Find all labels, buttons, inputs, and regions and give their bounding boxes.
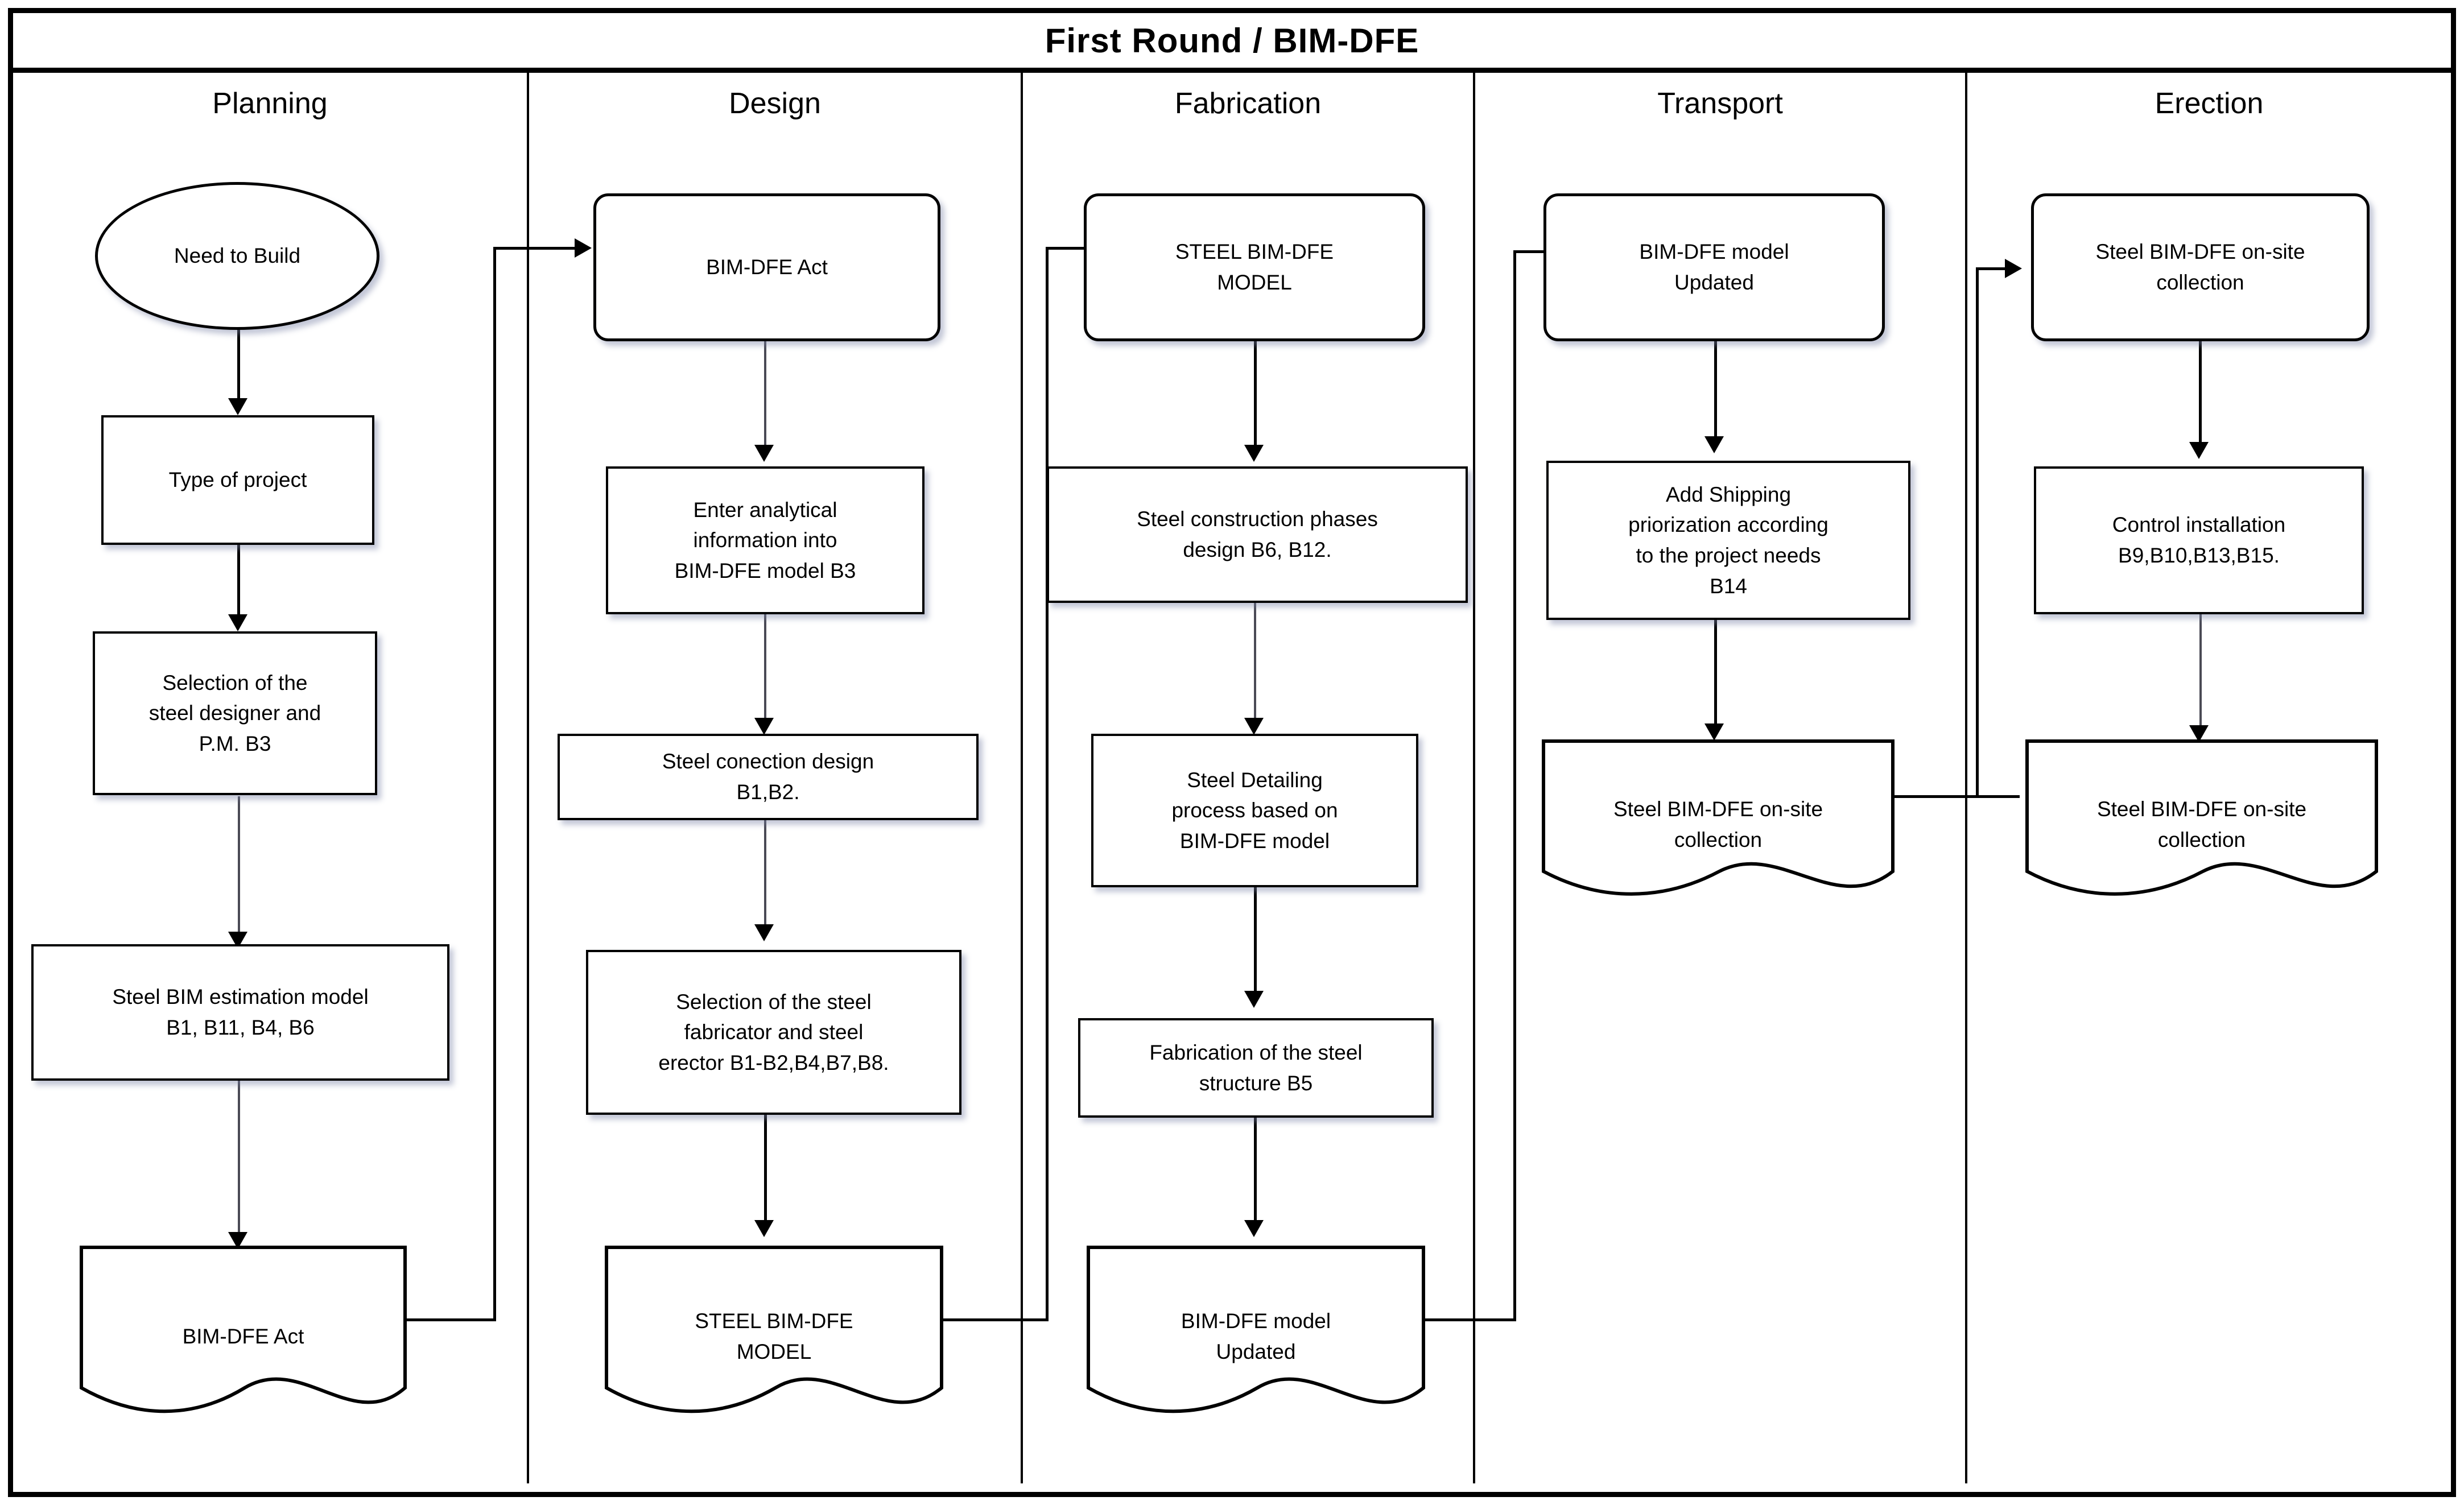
node-label: Enter analytical information into BIM-DF… bbox=[674, 498, 856, 582]
arrow-f1-f2 bbox=[1244, 445, 1264, 462]
node-label: Add Shipping priorization according to t… bbox=[1628, 482, 1829, 598]
arrow-t3-e1 bbox=[2005, 259, 2022, 278]
node-enter-analytical-information[interactable]: Enter analytical information into BIM-DF… bbox=[606, 466, 924, 614]
lane-header-label: Planning bbox=[212, 87, 328, 120]
node-bim-dfe-model-updated-fabrication-doc[interactable]: BIM-DFE model Updated bbox=[1087, 1246, 1425, 1428]
node-steel-construction-phases-design[interactable]: Steel construction phases design B6, B12… bbox=[1047, 466, 1468, 603]
document-shape-icon bbox=[2025, 739, 2378, 896]
node-label: Steel Detailing process based on BIM-DFE… bbox=[1171, 768, 1338, 853]
arrow-d1-d2 bbox=[754, 445, 774, 462]
arrow-p5-d1 bbox=[575, 238, 592, 258]
connector-f5-t1-h1 bbox=[1425, 1318, 1516, 1321]
connector-p5-d1-h1 bbox=[405, 1318, 496, 1321]
node-type-of-project[interactable]: Type of project bbox=[101, 415, 374, 545]
node-label: Selection of the steel designer and P.M.… bbox=[148, 671, 321, 755]
lane-header-fabrication: Fabrication bbox=[1023, 73, 1475, 134]
arrow-d4-d5 bbox=[754, 1220, 774, 1237]
connector-f2-f3 bbox=[1254, 603, 1256, 725]
node-selection-steel-designer-pm[interactable]: Selection of the steel designer and P.M.… bbox=[93, 631, 377, 795]
arrow-t1-t2 bbox=[1704, 436, 1724, 453]
arrow-d3-d4 bbox=[754, 924, 774, 941]
document-shape-icon bbox=[80, 1246, 407, 1413]
node-label: Selection of the steel fabricator and st… bbox=[658, 990, 889, 1074]
diagram-title-band: First Round / BIM-DFE bbox=[13, 13, 2451, 73]
node-label: BIM-DFE Act bbox=[706, 255, 828, 279]
node-label: Steel construction phases design B6, B12… bbox=[1137, 507, 1378, 561]
arrow-f2-f3 bbox=[1244, 718, 1264, 735]
lane-header-label: Design bbox=[729, 87, 821, 120]
node-label: Fabrication of the steel structure B5 bbox=[1149, 1040, 1363, 1095]
arrow-f4-f5 bbox=[1244, 1220, 1264, 1237]
lane-header-design: Design bbox=[529, 73, 1023, 134]
node-steel-bim-dfe-model-design-doc[interactable]: STEEL BIM-DFE MODEL bbox=[605, 1246, 943, 1428]
connector-e2-e3 bbox=[2199, 614, 2202, 734]
node-selection-steel-fabricator-erector[interactable]: Selection of the steel fabricator and st… bbox=[586, 950, 961, 1115]
node-add-shipping-priorization[interactable]: Add Shipping priorization according to t… bbox=[1546, 461, 1910, 620]
node-label: STEEL BIM-DFE MODEL bbox=[1175, 240, 1334, 294]
connector-d2-d3 bbox=[764, 614, 766, 725]
lane-header-label: Transport bbox=[1657, 87, 1783, 120]
connector-t1-t2 bbox=[1714, 341, 1717, 444]
connector-t3-e1-v bbox=[1976, 267, 1979, 797]
arrow-t2-t3 bbox=[1704, 723, 1724, 741]
lane-header-label: Fabrication bbox=[1174, 87, 1322, 120]
node-label: Steel BIM-DFE on-site collection bbox=[2095, 240, 2305, 294]
connector-f5-t1-h2 bbox=[1513, 250, 1547, 253]
connector-p1-p2 bbox=[237, 330, 240, 403]
node-need-to-build[interactable]: Need to Build bbox=[95, 182, 379, 330]
arrow-e1-e2 bbox=[2189, 442, 2209, 459]
connector-t3-e1-h1 bbox=[1877, 795, 2020, 798]
node-steel-bim-estimation-model[interactable]: Steel BIM estimation model B1, B11, B4, … bbox=[31, 944, 449, 1081]
lane-header-erection: Erection bbox=[1967, 73, 2451, 134]
connector-d5-f1-v bbox=[1046, 247, 1049, 1321]
node-bim-dfe-model-updated-transport[interactable]: BIM-DFE model Updated bbox=[1543, 193, 1885, 341]
node-steel-bim-dfe-model-fabrication[interactable]: STEEL BIM-DFE MODEL bbox=[1084, 193, 1425, 341]
arrow-p1-p2 bbox=[228, 398, 247, 415]
node-bim-dfe-act-planning-doc[interactable]: BIM-DFE Act bbox=[80, 1246, 407, 1428]
arrow-p2-p3 bbox=[228, 614, 247, 631]
diagram-title: First Round / BIM-DFE bbox=[1045, 21, 1419, 60]
lane-header-band: Planning Design Fabrication Transport Er… bbox=[13, 73, 2451, 134]
lane-header-label: Erection bbox=[2155, 87, 2264, 120]
document-shape-icon bbox=[1542, 739, 1895, 896]
connector-p5-d1-h2 bbox=[493, 247, 579, 250]
connector-f3-f4 bbox=[1254, 887, 1257, 998]
node-label: Steel conection design B1,B2. bbox=[662, 750, 874, 804]
node-fabrication-steel-structure[interactable]: Fabrication of the steel structure B5 bbox=[1078, 1018, 1434, 1118]
connector-f1-f2 bbox=[1254, 341, 1257, 452]
connector-t2-t3 bbox=[1714, 620, 1717, 731]
node-label: Need to Build bbox=[174, 244, 301, 268]
connector-t3-e1-h2 bbox=[1976, 267, 2007, 270]
node-bim-dfe-act-design[interactable]: BIM-DFE Act bbox=[593, 193, 940, 341]
connector-d4-d5 bbox=[764, 1115, 767, 1229]
connector-p2-p3 bbox=[237, 545, 240, 619]
connector-f5-t1-v bbox=[1513, 250, 1516, 1321]
connector-e1-e2 bbox=[2199, 341, 2202, 449]
node-steel-conection-design[interactable]: Steel conection design B1,B2. bbox=[558, 734, 979, 820]
document-shape-icon bbox=[1087, 1246, 1425, 1413]
node-label: Control installation B9,B10,B13,B15. bbox=[2112, 513, 2286, 567]
connector-d1-d2 bbox=[764, 341, 766, 452]
connector-p5-d1-v bbox=[493, 247, 496, 1321]
node-steel-bim-dfe-onsite-collection-erection-doc[interactable]: Steel BIM-DFE on-site collection bbox=[2025, 739, 2378, 910]
connector-p4-p5 bbox=[238, 1081, 240, 1240]
connector-p3-p4 bbox=[238, 796, 240, 938]
lane-header-planning: Planning bbox=[13, 73, 529, 134]
connector-d5-f1-h1 bbox=[940, 1318, 1049, 1321]
connector-d5-f1-h2 bbox=[1046, 247, 1088, 250]
node-label: Steel BIM estimation model B1, B11, B4, … bbox=[112, 985, 369, 1039]
connector-f4-f5 bbox=[1254, 1118, 1257, 1229]
node-control-installation[interactable]: Control installation B9,B10,B13,B15. bbox=[2034, 466, 2364, 614]
node-steel-bim-dfe-onsite-collection-erection[interactable]: Steel BIM-DFE on-site collection bbox=[2031, 193, 2370, 341]
arrow-d2-d3 bbox=[754, 718, 774, 735]
document-shape-icon bbox=[605, 1246, 943, 1413]
node-label: BIM-DFE model Updated bbox=[1639, 240, 1789, 294]
arrow-f3-f4 bbox=[1244, 991, 1264, 1008]
node-label: Type of project bbox=[168, 468, 307, 492]
node-steel-detailing-process[interactable]: Steel Detailing process based on BIM-DFE… bbox=[1091, 734, 1418, 887]
node-steel-bim-dfe-onsite-collection-transport-doc[interactable]: Steel BIM-DFE on-site collection bbox=[1542, 739, 1895, 910]
connector-d3-d4 bbox=[764, 819, 766, 933]
lane-header-transport: Transport bbox=[1475, 73, 1967, 134]
